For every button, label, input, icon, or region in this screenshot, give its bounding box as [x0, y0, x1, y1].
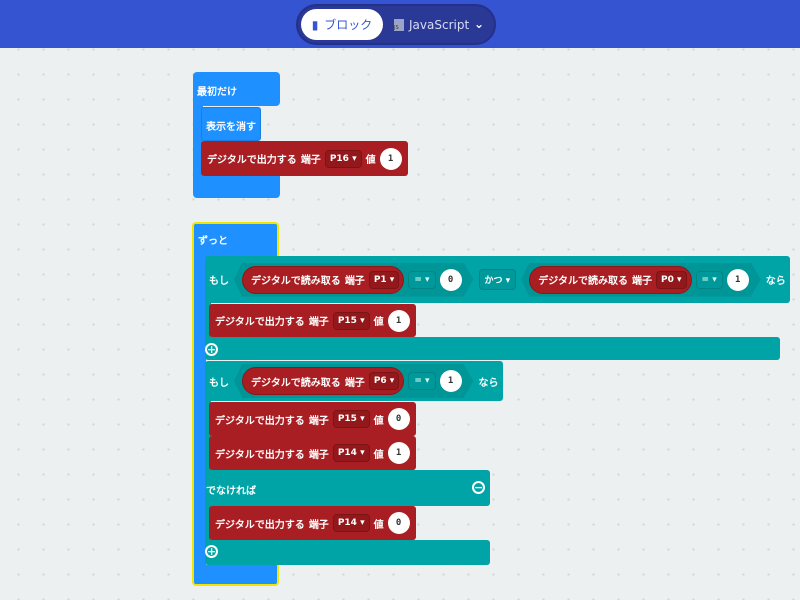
digital-write-block[interactable]: デジタルで出力する端子 P14 ▾ 値 0 — [209, 506, 416, 540]
pin-label: 端子 — [308, 317, 329, 328]
minus-icon[interactable]: − — [472, 481, 485, 494]
pin-label: 端子 — [300, 155, 321, 166]
plus-icon[interactable]: + — [205, 545, 218, 558]
value-label: 値 — [373, 415, 384, 427]
clear-screen-block[interactable]: 表示を消す — [201, 107, 261, 141]
read-label: デジタルで読み取る — [251, 377, 341, 389]
operator-dropdown[interactable]: = ▾ — [408, 372, 435, 390]
digital-write-block[interactable]: デジタルで出力する端子 P15 ▾ 値 1 — [209, 304, 416, 337]
header: ▮ ブロック JS JavaScript ⌄ — [0, 0, 800, 48]
puzzle-icon: ▮ — [311, 17, 319, 32]
else-row — [205, 470, 490, 506]
if-else-footer — [205, 540, 490, 565]
on-start-label: 最初だけ — [197, 87, 237, 98]
pin-dropdown[interactable]: P0 ▾ — [656, 271, 687, 289]
then-label: なら — [765, 276, 786, 287]
digital-write-block[interactable]: デジタルで出力する端子 P16 ▾ 値 1 — [201, 141, 408, 176]
editor-toggle: ▮ ブロック JS JavaScript ⌄ — [296, 4, 496, 45]
comparison-block[interactable]: デジタルで読み取る端子 P1 ▾ = ▾ 0 — [234, 263, 474, 297]
pin-label: 端子 — [632, 276, 653, 287]
if-label: もし — [209, 276, 229, 287]
value-label: 値 — [373, 449, 384, 461]
pin-dropdown[interactable]: P16 ▾ — [324, 149, 362, 168]
value-input[interactable]: 1 — [379, 147, 402, 170]
value-input[interactable]: 0 — [387, 512, 410, 534]
pin-dropdown[interactable]: P6 ▾ — [369, 372, 400, 390]
pin-label: 端子 — [344, 377, 365, 389]
value-label: 値 — [373, 317, 384, 328]
read-label: デジタルで読み取る — [538, 276, 629, 287]
plus-icon[interactable]: + — [205, 343, 218, 356]
forever-label: ずっと — [198, 236, 228, 247]
on-start-footer — [193, 176, 280, 198]
if-block[interactable]: もし デジタルで読み取る端子 P1 ▾ = ▾ 0 かつ ▾ デジタルで読み取る… — [205, 256, 790, 303]
pin-dropdown[interactable]: P15 ▾ — [332, 311, 370, 330]
forever-footer — [192, 565, 279, 586]
pin-label: 端子 — [344, 276, 365, 287]
else-label: でなければ — [206, 486, 256, 497]
write-label: デジタルで出力する — [215, 415, 305, 427]
tab-blocks-label: ブロック — [324, 18, 373, 32]
pin-dropdown[interactable]: P15 ▾ — [332, 410, 370, 428]
on-start-header — [193, 72, 280, 106]
value-input[interactable]: 1 — [387, 442, 410, 464]
comparison-block[interactable]: デジタルで読み取る端子 P6 ▾ = ▾ 1 — [234, 364, 474, 398]
comparison-block[interactable]: デジタルで読み取る端子 P0 ▾ = ▾ 1 — [521, 263, 761, 297]
pin-label: 端子 — [308, 415, 329, 427]
if-label: もし — [209, 377, 229, 389]
write-label: デジタルで出力する — [207, 155, 297, 166]
pin-dropdown[interactable]: P14 ▾ — [332, 514, 370, 532]
forever-spine — [192, 255, 206, 567]
digital-read-block[interactable]: デジタルで読み取る端子 P1 ▾ — [242, 266, 404, 294]
tab-javascript[interactable]: JS JavaScript — [394, 9, 474, 40]
clear-screen-label: 表示を消す — [206, 122, 256, 133]
value-input[interactable]: 0 — [440, 269, 462, 291]
value-label: 値 — [365, 155, 376, 166]
value-input[interactable]: 0 — [387, 408, 410, 430]
on-start-spine — [193, 100, 203, 180]
if-else-block[interactable]: もし デジタルで読み取る端子 P6 ▾ = ▾ 1 なら — [205, 361, 503, 401]
operator-dropdown[interactable]: = ▾ — [408, 271, 435, 289]
value-input[interactable]: 1 — [387, 309, 410, 332]
digital-read-block[interactable]: デジタルで読み取る端子 P6 ▾ — [242, 367, 404, 395]
write-label: デジタルで出力する — [215, 519, 305, 531]
if-spine — [205, 300, 211, 340]
write-label: デジタルで出力する — [215, 317, 305, 328]
write-label: デジタルで出力する — [215, 449, 305, 461]
if-footer — [205, 337, 780, 360]
value-label: 値 — [373, 519, 384, 531]
read-label: デジタルで読み取る — [251, 276, 341, 287]
and-dropdown[interactable]: かつ ▾ — [478, 269, 517, 290]
tab-blocks[interactable]: ▮ ブロック — [301, 9, 383, 40]
pin-dropdown[interactable]: P14 ▾ — [332, 444, 370, 462]
forever-header — [192, 222, 279, 257]
chevron-down-icon[interactable]: ⌄ — [474, 17, 485, 31]
pin-label: 端子 — [308, 519, 329, 531]
digital-write-block[interactable]: デジタルで出力する端子 P14 ▾ 値 1 — [209, 436, 416, 470]
digital-read-block[interactable]: デジタルで読み取る端子 P0 ▾ — [529, 266, 691, 294]
pin-dropdown[interactable]: P1 ▾ — [369, 271, 400, 289]
pin-label: 端子 — [308, 449, 329, 461]
js-file-icon: JS — [394, 18, 404, 31]
value-input[interactable]: 1 — [727, 269, 749, 291]
then-label: なら — [478, 377, 499, 389]
tab-javascript-label: JavaScript — [409, 17, 470, 32]
digital-write-block[interactable]: デジタルで出力する端子 P15 ▾ 値 0 — [209, 402, 416, 436]
operator-dropdown[interactable]: = ▾ — [696, 271, 723, 289]
value-input[interactable]: 1 — [440, 370, 462, 392]
